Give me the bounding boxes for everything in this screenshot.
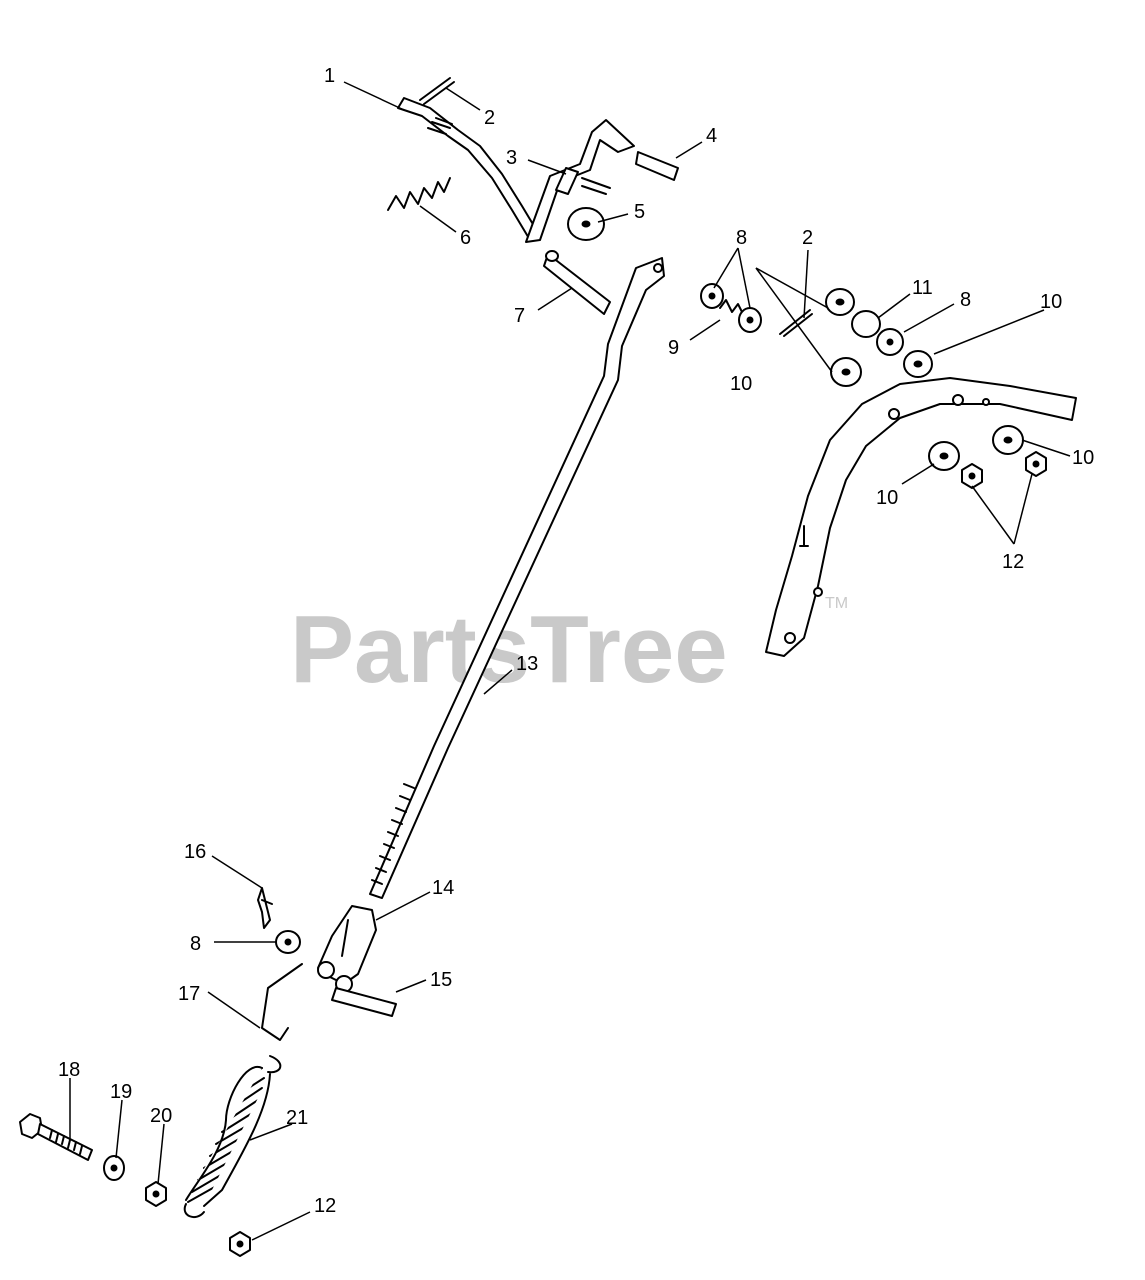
- part-16-hair-pin-clip: [257, 887, 273, 929]
- callout-2-right: 2: [802, 227, 813, 249]
- part-10-washer-e: [928, 441, 960, 471]
- part-8-washer-d: [275, 930, 301, 954]
- callout-19: 19: [110, 1081, 132, 1103]
- callout-10-top-right: 10: [1040, 291, 1062, 313]
- part-18-bolt: [19, 1113, 93, 1161]
- part-12-nut-a: [961, 463, 983, 489]
- mounting-bracket-arm: [765, 377, 1077, 657]
- watermark-trademark: TM: [825, 595, 848, 612]
- part-17-hook-wire: [261, 963, 303, 1041]
- part-2-cotter-pin-upper: [419, 77, 455, 105]
- callout-10-lower: 10: [876, 487, 898, 509]
- callout-2-upper: 2: [484, 107, 495, 129]
- callout-14: 14: [432, 877, 454, 899]
- callout-15: 15: [430, 969, 452, 991]
- part-9-spring: [719, 299, 745, 317]
- part-12-nut-b: [1025, 451, 1047, 477]
- callout-9: 9: [668, 337, 679, 359]
- part-6-spring: [387, 177, 451, 211]
- callout-17: 17: [178, 983, 200, 1005]
- callout-8-lower: 8: [190, 933, 201, 955]
- callout-6: 6: [460, 227, 471, 249]
- callout-18: 18: [58, 1059, 80, 1081]
- callout-13: 13: [516, 653, 538, 675]
- callout-7: 7: [514, 305, 525, 327]
- part-8-washer-b: [738, 307, 762, 333]
- part-3-bracket: [525, 119, 635, 243]
- callout-10-far-right: 10: [1072, 447, 1094, 469]
- part-11-spacer: [851, 310, 881, 338]
- part-10-washer-c: [830, 357, 862, 387]
- part-19-washer: [103, 1155, 125, 1181]
- callout-12-lower: 12: [314, 1195, 336, 1217]
- callout-11: 11: [912, 277, 933, 299]
- callout-16: 16: [184, 841, 206, 863]
- callout-10-left: 10: [730, 373, 752, 395]
- part-10-washer-b: [903, 350, 933, 378]
- part-7-pin: [543, 250, 611, 315]
- callout-20: 20: [150, 1105, 172, 1127]
- part-14-clevis: [317, 905, 377, 993]
- part-13-control-rod: [369, 257, 665, 899]
- part-20-nut: [145, 1181, 167, 1207]
- part-10-washer-a: [825, 288, 855, 316]
- part-8-washer-a: [700, 283, 724, 309]
- part-21-extension-spring: [183, 1055, 282, 1219]
- callout-8-upper: 8: [736, 227, 747, 249]
- leader-lines: [69, 81, 1071, 1241]
- callout-8-right: 8: [960, 289, 971, 311]
- callout-4: 4: [706, 125, 717, 147]
- part-8-washer-c: [876, 328, 904, 356]
- callout-3: 3: [506, 147, 517, 169]
- callout-numbers: 1 2 3 4 5 6 7 8 2 11 8 10 9 10 10 10 12 …: [58, 65, 1094, 1217]
- part-4-pin: [635, 151, 679, 181]
- callout-21: 21: [286, 1107, 308, 1129]
- part-10-washer-d: [992, 425, 1024, 455]
- part-1-upper-lever: [397, 97, 541, 241]
- callout-1: 1: [324, 65, 335, 87]
- part-5-washer: [567, 207, 605, 241]
- part-15-clevis-pin: [331, 987, 397, 1017]
- callout-12-right: 12: [1002, 551, 1024, 573]
- part-12-nut-c: [229, 1231, 251, 1257]
- callout-5: 5: [634, 201, 645, 223]
